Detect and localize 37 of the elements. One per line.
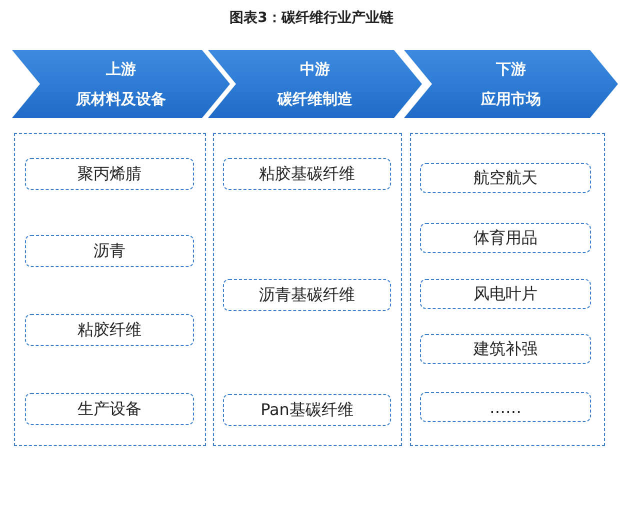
item-box xyxy=(420,334,591,364)
item-label: 建筑补强 xyxy=(474,338,538,360)
item-label: …… xyxy=(490,398,522,416)
item-label: 生产设备 xyxy=(78,398,142,420)
item-label: 风电叶片 xyxy=(474,284,538,304)
item-box xyxy=(420,223,591,253)
item-box xyxy=(25,158,194,190)
item-label: 聚丙烯腈 xyxy=(78,164,142,184)
item-label: 体育用品 xyxy=(474,228,538,248)
item-box xyxy=(223,279,391,311)
item-box xyxy=(223,394,391,426)
stage-banner xyxy=(208,50,422,118)
stage-heading: 下游 xyxy=(496,60,526,77)
item-label: 粘胶纤维 xyxy=(78,320,142,340)
stage-heading: 上游 xyxy=(106,60,136,77)
item-box xyxy=(420,392,591,422)
item-label: 粘胶基碳纤维 xyxy=(259,164,355,184)
stage-label: 应用市场 xyxy=(481,91,541,108)
item-label: 航空航天 xyxy=(474,168,538,188)
item-box xyxy=(25,314,194,346)
item-box xyxy=(25,235,194,267)
dashed-panel xyxy=(410,133,605,446)
item-label: 沥青基碳纤维 xyxy=(259,284,355,306)
item-box xyxy=(420,163,591,193)
stage-heading: 中游 xyxy=(300,60,330,77)
item-label: 沥青 xyxy=(94,240,126,262)
item-label: Pan基碳纤维 xyxy=(260,400,354,420)
stage-label: 原材料及设备 xyxy=(76,91,166,108)
item-box xyxy=(25,393,194,425)
item-box xyxy=(223,158,391,190)
dashed-panel xyxy=(213,133,402,446)
stage-label: 碳纤维制造 xyxy=(278,91,352,108)
stage-banner xyxy=(12,50,230,118)
item-box xyxy=(420,279,591,309)
dashed-panel xyxy=(14,133,206,446)
stage-banner xyxy=(404,50,618,118)
diagram-title: 图表3：碳纤维行业产业链 xyxy=(228,9,394,27)
